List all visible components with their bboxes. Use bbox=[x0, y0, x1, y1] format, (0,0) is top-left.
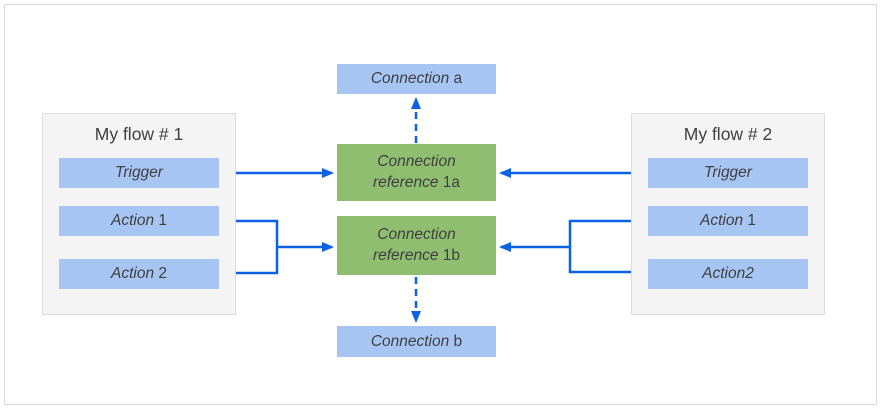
flow2-action1-label-suffix: 1 bbox=[743, 212, 757, 229]
flow1-action2-label: Action bbox=[110, 265, 155, 282]
flow1-title: My flow # 1 bbox=[94, 124, 184, 144]
flow2-action1-label: Action bbox=[699, 212, 744, 229]
ref1b-line1: Connection bbox=[377, 226, 456, 244]
ref1a-line2-suffix: 1a bbox=[438, 173, 461, 191]
flow1-action1-label-suffix: 1 bbox=[154, 212, 168, 229]
connection-reference-1b-box: Connection reference 1b bbox=[337, 216, 496, 275]
flow1-trigger-label: Trigger bbox=[115, 164, 163, 181]
flow2-container: My flow # 2 Trigger Action 1 Action2 bbox=[631, 113, 825, 315]
connection-a-label-suffix: a bbox=[449, 70, 463, 87]
flow1-container: My flow # 1 Trigger Action 1 Action 2 bbox=[42, 113, 236, 315]
connection-b-label-suffix: b bbox=[449, 332, 463, 350]
connection-b-label: Connection bbox=[370, 332, 450, 350]
flow2-trigger-box: Trigger bbox=[648, 158, 808, 188]
flow1-action1-label: Action bbox=[110, 212, 155, 229]
flow2-trigger-label: Trigger bbox=[704, 164, 752, 181]
flow1-action2-box: Action 2 bbox=[59, 259, 219, 289]
connection-b-box: Connection b bbox=[337, 326, 496, 357]
connection-reference-1a-box: Connection reference 1a bbox=[337, 144, 496, 201]
flow1-action2-label-suffix: 2 bbox=[154, 265, 168, 282]
ref1a-line1: Connection bbox=[377, 153, 456, 171]
flow2-title: My flow # 2 bbox=[683, 124, 773, 144]
flow2-action2-label: Action2 bbox=[702, 265, 754, 282]
flow1-trigger-box: Trigger bbox=[59, 158, 219, 188]
flow2-action1-box: Action 1 bbox=[648, 206, 808, 236]
ref1a-line2: reference bbox=[372, 173, 439, 191]
ref1b-line2: reference bbox=[372, 246, 439, 264]
ref1b-line2-suffix: 1b bbox=[438, 246, 461, 264]
connection-a-label: Connection bbox=[370, 70, 450, 87]
connection-a-box: Connection a bbox=[337, 64, 496, 94]
flow1-action1-box: Action 1 bbox=[59, 206, 219, 236]
flow2-action2-box: Action2 bbox=[648, 259, 808, 289]
